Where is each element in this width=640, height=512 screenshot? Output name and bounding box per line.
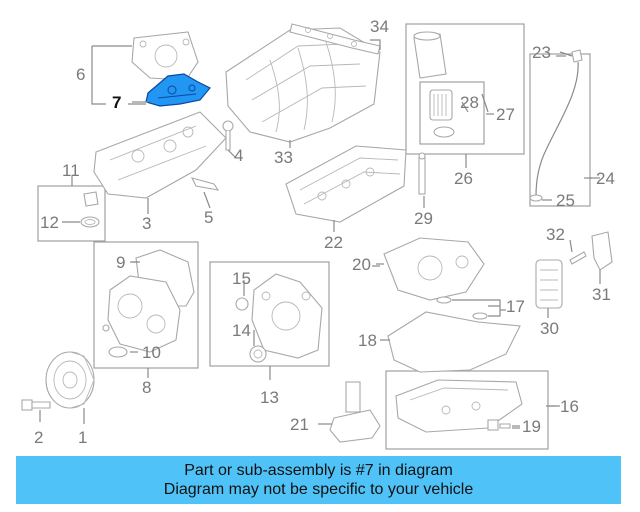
callout-9: 9 <box>116 253 125 272</box>
banner-line-2: Diagram may not be specific to your vehi… <box>163 481 474 498</box>
callout-34: 34 <box>370 17 389 36</box>
callout-24: 24 <box>596 169 615 188</box>
part-5-bracket <box>190 177 220 191</box>
part-34-gasket <box>289 23 381 55</box>
part-31-bracket <box>591 231 613 271</box>
callout-8: 8 <box>142 378 151 397</box>
part-4-bolt <box>222 120 234 151</box>
callout-4: 4 <box>234 146 243 165</box>
part-30-oil-cooler <box>535 259 563 309</box>
callout-13: 13 <box>260 388 279 407</box>
callout-16: 16 <box>560 397 579 416</box>
callout-1: 1 <box>78 428 87 447</box>
callout-10: 10 <box>142 343 161 362</box>
part-22-cylinder-head <box>285 145 407 223</box>
part-18-gasket <box>387 311 521 373</box>
group-box-24 <box>529 53 591 207</box>
part-3-valve-cover <box>93 111 227 199</box>
part-24-dipstick <box>529 49 583 202</box>
callout-30: 30 <box>540 319 559 338</box>
callout-12: 12 <box>40 213 59 232</box>
callout-23: 23 <box>532 43 551 62</box>
part-16-oil-pan <box>395 379 523 433</box>
callout-28: 28 <box>460 93 479 112</box>
group-box-8 <box>93 241 199 369</box>
callout-3: 3 <box>142 214 151 233</box>
part-32-bolt <box>569 251 587 265</box>
leader-lines <box>39 39 601 427</box>
callout-33: 33 <box>274 148 293 167</box>
part-28-filter-element <box>429 89 455 138</box>
callout-7: 7 <box>112 93 121 112</box>
info-banner: Part or sub-assembly is #7 in diagram Di… <box>16 456 621 504</box>
part-13-housing <box>235 273 323 363</box>
callout-27: 27 <box>496 105 515 124</box>
callout-2: 2 <box>34 428 43 447</box>
part-1-pulley <box>45 351 95 409</box>
callout-32: 32 <box>546 225 565 244</box>
part-29-sensor <box>418 152 426 195</box>
group-box-26 <box>405 23 525 155</box>
part-2-bolt <box>21 399 51 411</box>
part-26-oil-filter-housing <box>413 31 447 79</box>
part-17-seal <box>436 296 488 320</box>
callout-17: 17 <box>506 297 525 316</box>
callout-22: 22 <box>324 233 343 252</box>
callout-26: 26 <box>454 169 473 188</box>
callout-6: 6 <box>76 65 85 84</box>
callout-19: 19 <box>522 417 541 436</box>
callout-18: 18 <box>358 331 377 350</box>
group-box-16 <box>385 370 549 450</box>
callout-15: 15 <box>232 269 251 288</box>
part-12-cap <box>80 191 100 228</box>
callout-21: 21 <box>290 415 309 434</box>
part-7-highlighted <box>145 73 211 107</box>
part-8-timing-cover <box>102 275 181 358</box>
part-33-intake-manifold <box>225 27 381 143</box>
part-6-cover <box>131 31 199 81</box>
callout-5: 5 <box>204 208 213 227</box>
callout-31: 31 <box>592 285 611 304</box>
part-20-oil-pump <box>383 237 485 301</box>
banner-line-1: Part or sub-assembly is #7 in diagram <box>184 462 453 479</box>
parts-diagram: 1 2 3 4 5 6 7 8 9 10 11 12 13 14 15 16 1… <box>21 17 615 450</box>
label-connectors <box>128 55 592 429</box>
callout-29: 29 <box>414 209 433 228</box>
callout-14: 14 <box>232 321 251 340</box>
group-box-27 <box>419 81 485 145</box>
part-21-oil-sensor <box>329 381 381 443</box>
part-19-drain-plug <box>487 419 511 431</box>
callout-20: 20 <box>352 255 371 274</box>
callout-11: 11 <box>62 161 80 180</box>
callout-25: 25 <box>556 191 575 210</box>
